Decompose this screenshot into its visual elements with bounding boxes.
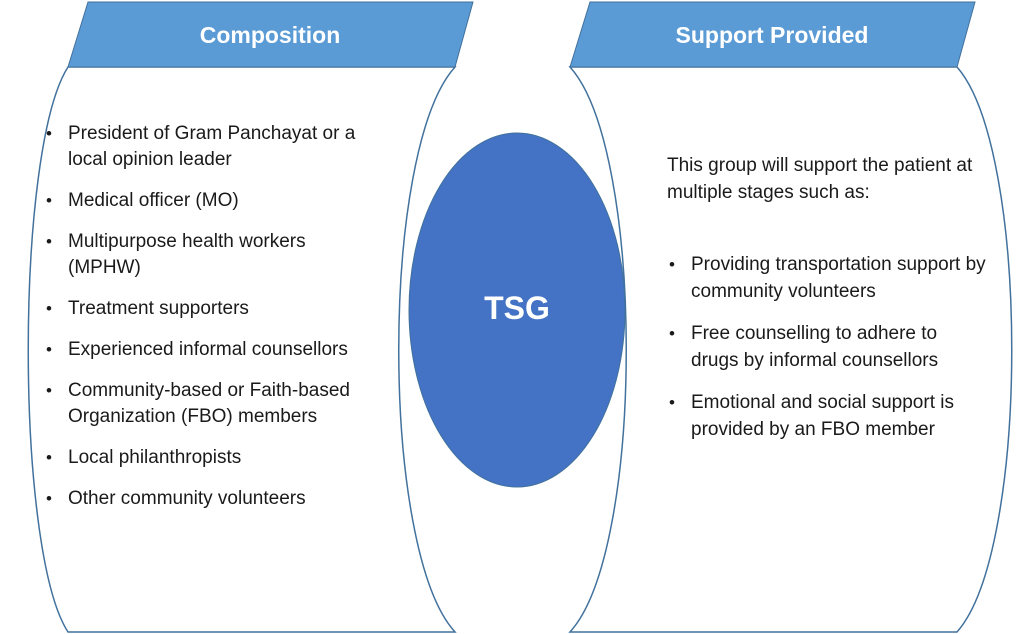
- composition-item: Local philanthropists: [44, 445, 364, 471]
- tsg-label: TSG: [484, 290, 550, 326]
- tsg-ellipse: [408, 132, 626, 488]
- support-item: Emotional and social support is provided…: [667, 389, 987, 443]
- composition-title: Composition: [199, 22, 341, 48]
- composition-item: Experienced informal counsellors: [44, 337, 364, 363]
- support-list: Providing transportation support by comm…: [667, 251, 987, 458]
- composition-item: Treatment supporters: [44, 296, 364, 322]
- composition-item: Multipurpose health workers (MPHW): [44, 229, 364, 281]
- composition-item: Medical officer (MO): [44, 188, 364, 214]
- support-item: Free counselling to adhere to drugs by i…: [667, 320, 987, 374]
- support-intro: This group will support the patient at m…: [667, 155, 973, 203]
- composition-item: Community-based or Faith-based Organizat…: [44, 378, 364, 430]
- composition-item: President of Gram Panchayat or a local o…: [44, 121, 364, 173]
- support-title: Support Provided: [675, 22, 869, 48]
- composition-list: President of Gram Panchayat or a local o…: [44, 121, 364, 527]
- support-header-shape: [569, 1, 976, 68]
- support-item: Providing transportation support by comm…: [667, 251, 987, 305]
- composition-header-shape: [67, 1, 474, 68]
- composition-item: Other community volunteers: [44, 486, 364, 512]
